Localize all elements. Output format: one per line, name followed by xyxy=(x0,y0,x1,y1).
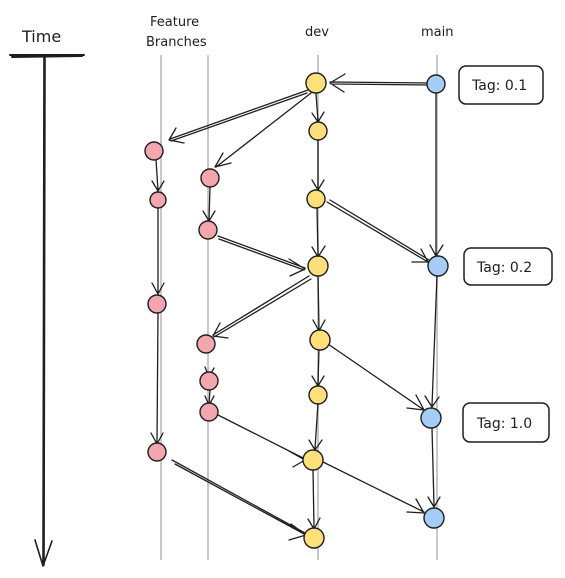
arrow-feature2-to-dev-b xyxy=(217,414,306,468)
dev-commit xyxy=(306,189,326,209)
arrow-dev-to-feature-2 xyxy=(214,92,312,168)
dev-commit xyxy=(308,385,328,405)
tag-box xyxy=(458,65,544,105)
feature-2-commit xyxy=(200,168,220,188)
arrow-dev-2-3 xyxy=(311,139,325,191)
time-axis-header-line xyxy=(9,54,85,58)
feature-1-commit xyxy=(144,141,164,161)
feature-2-commit xyxy=(199,371,219,391)
tag-label: Tag: 0.2 xyxy=(476,260,532,276)
tag-label: Tag: 1.0 xyxy=(476,416,532,432)
tag-1-0: Tag: 1.0 xyxy=(462,402,550,443)
feature-2-commit xyxy=(198,220,218,240)
main-commit xyxy=(427,255,449,277)
dev-commit xyxy=(309,329,331,351)
arrow-main-2-3 xyxy=(424,274,440,408)
arrow-dev-to-main-1-0 xyxy=(327,343,425,411)
commit-arrows xyxy=(150,73,444,541)
dev-lane-label: dev xyxy=(305,25,329,40)
main-commit xyxy=(426,74,446,94)
arrow-dev-6-7 xyxy=(308,402,323,451)
arrow-dev-to-feature-1 xyxy=(168,89,309,144)
main-lane-label: main xyxy=(421,25,453,40)
feature-2-commit xyxy=(196,334,216,354)
tag-0-2: Tag: 0.2 xyxy=(463,247,553,286)
feature-1-commit xyxy=(149,191,167,209)
arrow-feature1-2-3 xyxy=(151,207,165,295)
arrow-main-to-dev xyxy=(329,73,434,93)
dev-commit xyxy=(308,121,328,141)
feature-1-commit xyxy=(147,442,167,462)
arrow-main-3-4 xyxy=(427,427,441,508)
dev-commit xyxy=(307,255,329,277)
tag-0-1: Tag: 0.1 xyxy=(458,65,544,105)
arrow-dev-to-feature2-b xyxy=(212,275,312,339)
main-commit xyxy=(423,507,445,529)
dev-commit xyxy=(303,527,325,549)
arrow-main-1-2 xyxy=(429,93,444,257)
feature-2-commit xyxy=(199,402,219,422)
dev-commit xyxy=(302,449,324,471)
tag-box xyxy=(463,247,553,286)
feature-branches-label-line1: Feature xyxy=(150,15,199,30)
time-axis-arrow xyxy=(34,55,53,567)
dev-commit xyxy=(305,72,327,94)
arrow-dev-to-main-0-2 xyxy=(326,199,430,263)
arrow-feature1-to-dev xyxy=(171,459,307,541)
arrow-feature1-1-2 xyxy=(151,159,165,192)
main-commit xyxy=(420,407,442,429)
arrow-dev-to-main-last xyxy=(322,461,425,514)
feature-branches-label-line2: Branches xyxy=(146,35,207,50)
arrow-feature2-to-dev xyxy=(217,235,306,277)
tag-box xyxy=(462,402,550,443)
feature-1-commit xyxy=(147,294,167,314)
time-label: Time xyxy=(21,27,61,46)
tag-label: Tag: 0.1 xyxy=(471,78,527,94)
